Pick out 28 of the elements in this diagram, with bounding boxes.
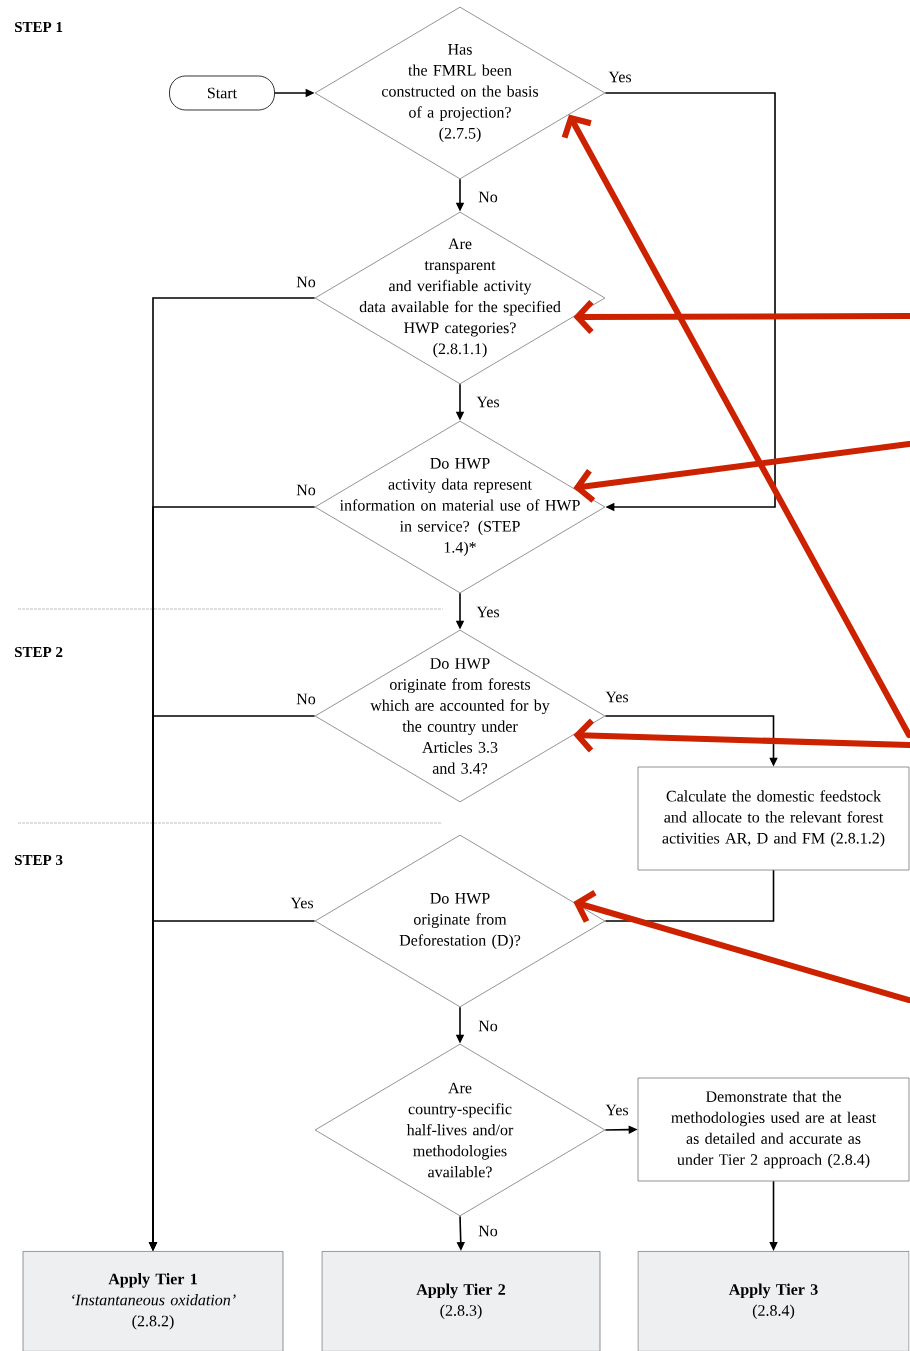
edge-label: No	[477, 1224, 499, 1238]
edge-label: Yes	[607, 70, 633, 84]
process-box: Calculate the domestic feedstock and allocate to the relevant forest activities AR, D and FM (2.8.1.2)	[637, 766, 910, 871]
step-label: STEP 2	[15, 646, 63, 658]
edge-label: No	[477, 1019, 499, 1033]
process-box: Demonstrate that the methodologies used are at least as detailed and accurate as under Tier 2 approach (2.8.4)	[637, 1077, 910, 1182]
edge-label: No	[295, 483, 317, 497]
annotation-arrow	[573, 890, 910, 1003]
edge-label: Yes	[475, 395, 501, 409]
annotation-arrow	[573, 718, 910, 753]
connector-line	[604, 869, 775, 922]
result-box: Apply Tier 3 (2.8.4)	[637, 1251, 910, 1351]
step-label: STEP 1	[15, 21, 63, 33]
result-box: Apply Tier 2 (2.8.3)	[321, 1251, 601, 1351]
annotation-arrow	[573, 299, 910, 334]
annotation-arrow	[573, 441, 910, 503]
result-box: Apply Tier 1 ‘Instantaneous oxidation’ (2.8.2)	[22, 1251, 284, 1351]
edge-label: Yes	[604, 690, 630, 704]
annotation-arrow	[561, 114, 910, 738]
start-terminal: Start	[169, 75, 275, 111]
edge-label: No	[295, 692, 317, 706]
edge-label: No	[477, 190, 499, 204]
edge-label: No	[295, 275, 317, 289]
edge-label: Yes	[604, 1103, 630, 1117]
edge-label: Yes	[475, 605, 501, 619]
step-label: STEP 3	[15, 854, 63, 866]
edge-label: Yes	[289, 896, 315, 910]
arrow	[604, 92, 776, 512]
